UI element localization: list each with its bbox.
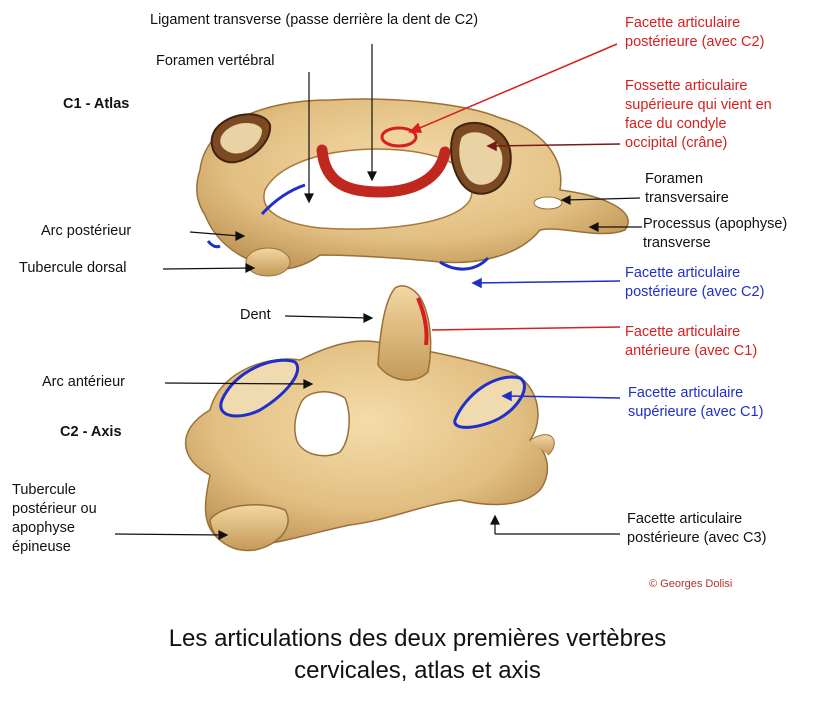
axis-blue-facet-left — [219, 358, 299, 418]
tubercule-dorsal-bone — [245, 247, 291, 277]
label-tubercule-dorsal: Tubercule dorsal — [19, 260, 127, 276]
label-foramen-transversaire: Foramen transversaire — [645, 171, 729, 206]
caption-line-2: cervicales, atlas et axis — [294, 657, 541, 684]
axis-blue-facet-right — [453, 375, 526, 429]
label-facette-posterieure-c2-red: Facette articulaire postérieure (avec C2… — [625, 15, 765, 50]
label-facette-posterieure-c3: Facette articulaire postérieure (avec C3… — [627, 511, 767, 546]
label-facette-posterieure-c2-blue: Facette articulaire postérieure (avec C2… — [625, 265, 765, 300]
label-arc-anterieur: Arc antérieur — [42, 374, 126, 390]
label-processus-transverse: Processus (apophyse) transverse — [643, 216, 788, 251]
atlas-blue-facet-right — [439, 256, 490, 271]
label-foramen-vertebral: Foramen vertébral — [156, 53, 275, 69]
copyright-credit: © Georges Dolisi — [649, 578, 733, 590]
label-facette-superieure-c1: Facette articulaire supérieure (avec C1) — [628, 385, 764, 420]
darkred-leader — [486, 140, 621, 152]
leader-lines — [114, 44, 642, 540]
dens-anterior-facet — [416, 297, 429, 346]
red-facet-atlas — [380, 126, 418, 148]
red-leader-lines — [408, 43, 621, 331]
c2-axis-label: C2 - Axis — [60, 424, 122, 440]
label-tubercule-posterieur: Tubercule postérieur ou apophyse épineus… — [12, 482, 97, 555]
axis-c2 — [184, 285, 555, 552]
c1-atlas-label: C1 - Atlas — [63, 96, 130, 112]
axis-foramen — [294, 391, 350, 457]
transverse-ligament — [316, 144, 451, 198]
label-dent: Dent — [240, 307, 271, 323]
caption-line-1: Les articulations des deux premières ver… — [168, 625, 667, 652]
atlas-blue-facet-left — [260, 183, 306, 216]
atlas-c1 — [195, 98, 629, 277]
label-ligament-transverse: Ligament transverse (passe derrière la d… — [150, 12, 479, 28]
foramen-transversaire-hole — [533, 196, 563, 210]
label-fossette-articulaire: Fossette articulaire supérieure qui vien… — [625, 78, 772, 151]
label-arc-posterieur: Arc postérieur — [41, 223, 132, 239]
label-facette-anterieure-c1: Facette articulaire antérieure (avec C1) — [625, 324, 758, 359]
dens — [377, 285, 432, 381]
blue-leader-lines — [471, 277, 621, 402]
spinous-process — [209, 504, 289, 552]
